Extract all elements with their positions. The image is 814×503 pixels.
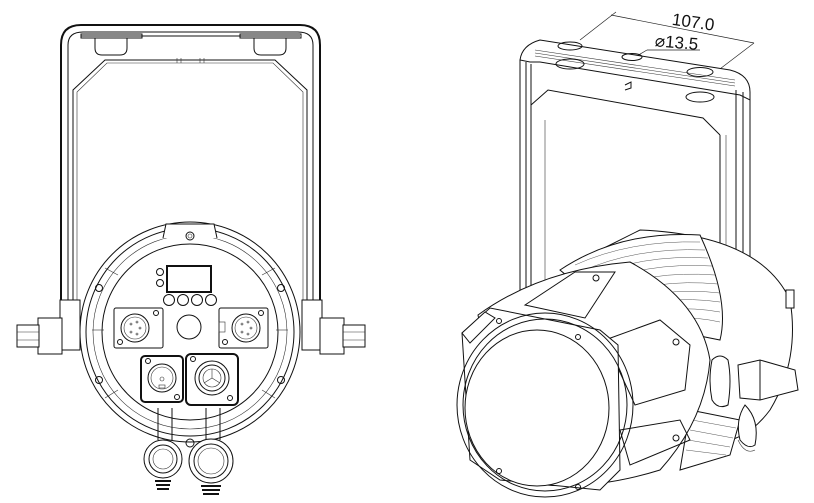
iso-yoke-knob bbox=[709, 355, 799, 452]
yoke-side-right bbox=[301, 299, 366, 355]
control-button[interactable] bbox=[191, 294, 203, 306]
safety-port bbox=[176, 314, 202, 340]
width-dimension: 107.0 bbox=[671, 10, 716, 35]
control-panel bbox=[156, 265, 217, 306]
power-out-connector bbox=[185, 353, 239, 406]
yoke-bracket bbox=[60, 24, 321, 320]
isometric-view: 107.0 ⌀13.5 bbox=[456, 10, 799, 498]
power-in-connector bbox=[140, 355, 184, 403]
control-button[interactable] bbox=[177, 294, 189, 306]
yoke-side-left bbox=[16, 299, 81, 355]
status-led bbox=[156, 279, 164, 287]
cable-gland-right bbox=[188, 408, 234, 495]
control-button[interactable] bbox=[163, 294, 175, 306]
cable-gland-left bbox=[143, 408, 183, 490]
display-screen bbox=[166, 265, 212, 293]
rear-housing bbox=[79, 221, 301, 443]
xlr-out-connector bbox=[218, 307, 269, 349]
control-button[interactable] bbox=[205, 294, 217, 306]
front-lens bbox=[464, 329, 610, 487]
xlr-in-connector bbox=[113, 307, 164, 349]
hole-dimension: ⌀13.5 bbox=[654, 31, 699, 54]
status-led bbox=[156, 268, 164, 276]
rear-view bbox=[16, 24, 366, 495]
